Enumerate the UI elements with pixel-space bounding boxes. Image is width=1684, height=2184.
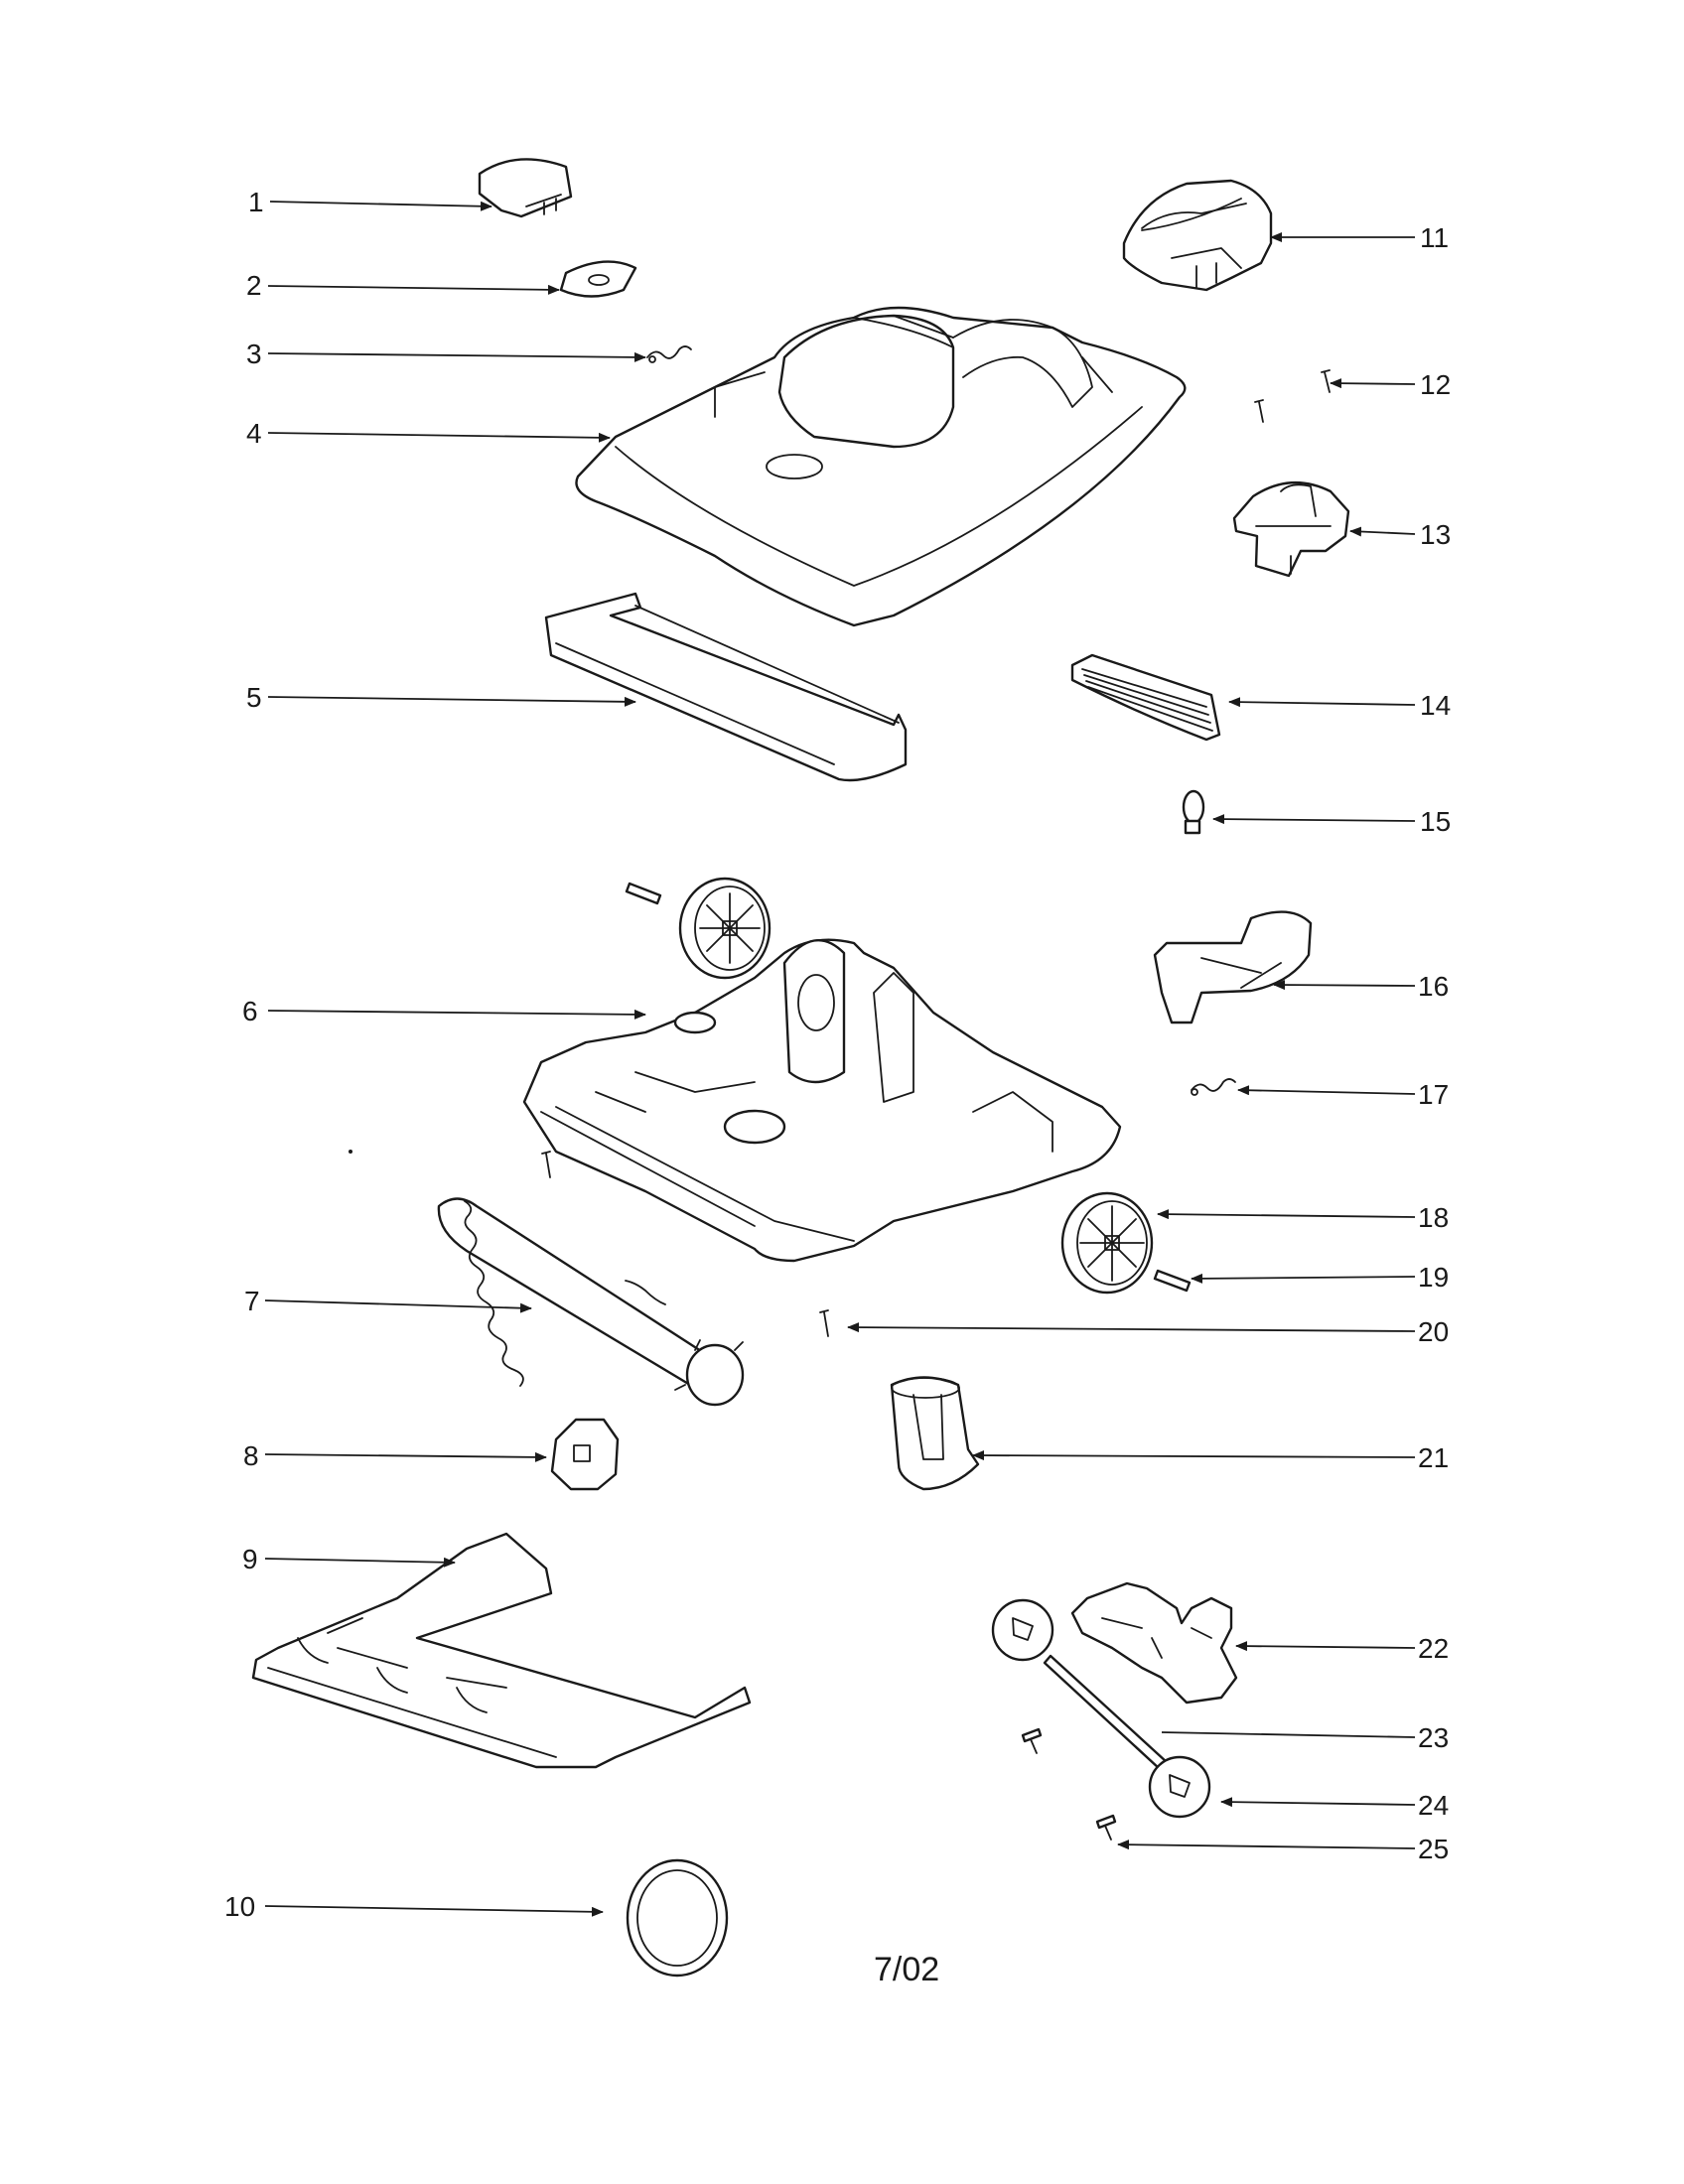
callout-20: 20 xyxy=(1418,1316,1449,1347)
callout-18: 18 xyxy=(1418,1202,1449,1233)
part-17-clip xyxy=(1191,1078,1236,1096)
part-22-wand-assembly xyxy=(1070,1581,1238,1705)
part-8-endcap xyxy=(550,1418,620,1491)
callout-9: 9 xyxy=(242,1544,258,1574)
callout-23: 23 xyxy=(1418,1722,1449,1753)
part-6-base xyxy=(522,938,1122,1263)
callout-21: 21 xyxy=(1418,1442,1449,1473)
callout-14: 14 xyxy=(1420,690,1451,721)
callout-13: 13 xyxy=(1420,519,1451,550)
callout-15: 15 xyxy=(1420,806,1451,837)
part-19-axle-pin xyxy=(1153,1269,1192,1293)
callout-19: 19 xyxy=(1418,1262,1449,1293)
callout-4: 4 xyxy=(246,418,262,449)
part-1-cover-plate xyxy=(478,158,573,218)
rear-wheel-upper xyxy=(678,877,772,980)
callout-7: 7 xyxy=(244,1286,260,1316)
axle-pin-upper xyxy=(625,882,662,905)
callout-17: 17 xyxy=(1418,1079,1449,1110)
leader-lines xyxy=(264,201,1416,1917)
part-18-wheel xyxy=(1060,1191,1154,1295)
callout-25: 25 xyxy=(1418,1834,1449,1864)
callout-12: 12 xyxy=(1420,369,1451,400)
part-25-screw xyxy=(1021,1727,1117,1841)
callout-24: 24 xyxy=(1418,1790,1449,1821)
part-7-brushroll xyxy=(437,1197,745,1407)
callout-3: 3 xyxy=(246,339,262,369)
part-16-nozzle xyxy=(1153,910,1313,1024)
callout-11: 11 xyxy=(1420,222,1449,253)
part-10-belt xyxy=(626,1858,729,1978)
date-code: 7/02 xyxy=(874,1951,939,1988)
part-21-cylinder xyxy=(890,1376,980,1491)
part-11-hood-cover xyxy=(1122,179,1273,292)
part-9-bottom-plate xyxy=(251,1532,752,1769)
callout-8: 8 xyxy=(243,1440,259,1471)
callout-6: 6 xyxy=(242,996,258,1026)
part-24-wheel xyxy=(1148,1755,1211,1819)
wand-wheel-upper xyxy=(991,1598,1054,1662)
callout-22: 22 xyxy=(1418,1633,1449,1664)
part-23-shaft xyxy=(1043,1654,1169,1771)
part-4-hood xyxy=(575,306,1187,627)
part-14-grille xyxy=(1070,653,1221,742)
part-5-bumper xyxy=(544,592,908,782)
part-12-screws xyxy=(1254,369,1331,423)
callout-5: 5 xyxy=(246,682,262,713)
part-3-clip xyxy=(646,345,692,363)
callout-1: 1 xyxy=(248,187,264,217)
part-2-gasket xyxy=(559,260,637,298)
part-20-screw xyxy=(541,1151,829,1337)
callout-labels: 1 2 3 4 5 6 7 8 9 10 11 12 13 14 15 16 1… xyxy=(224,187,1451,1922)
callout-2: 2 xyxy=(246,270,262,301)
part-13-latch xyxy=(1232,481,1350,578)
callout-16: 16 xyxy=(1418,971,1449,1002)
callout-10: 10 xyxy=(224,1891,255,1922)
stray-dot xyxy=(349,1150,352,1154)
part-15-bulb xyxy=(1182,789,1205,835)
